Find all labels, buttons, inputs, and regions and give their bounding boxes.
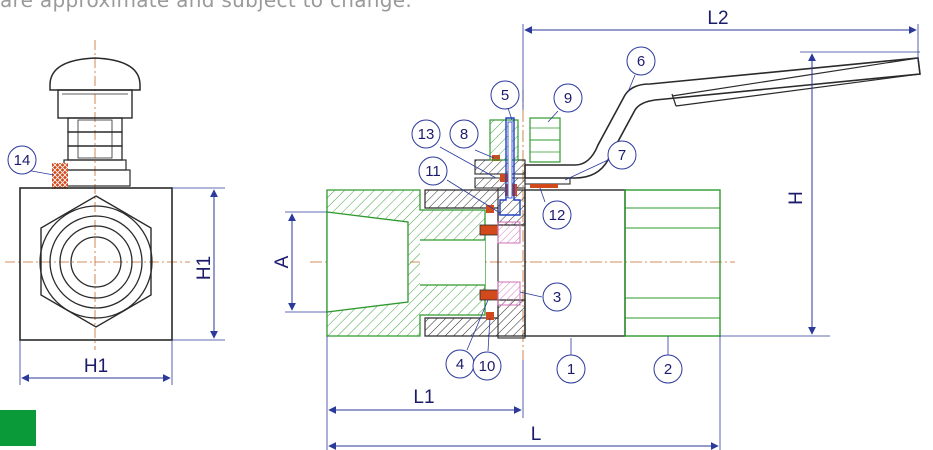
callout-3: 3 [542, 282, 572, 312]
svg-text:12: 12 [549, 207, 566, 224]
callout-7: 7 [607, 140, 637, 170]
svg-text:3: 3 [553, 289, 561, 306]
dimension-h1-bottom: H1 [84, 356, 108, 377]
callout-11: 11 [418, 156, 448, 186]
section-view [310, 57, 921, 360]
dimension-l2: L2 [707, 8, 728, 29]
callout-14: 14 [7, 145, 37, 175]
dimension-h1-side: H1 [194, 256, 215, 280]
svg-text:5: 5 [501, 87, 509, 104]
svg-text:7: 7 [618, 147, 626, 164]
callouts: 1 2 3 4 5 6 7 8 9 10 11 12 13 14 [7, 46, 683, 384]
callout-2: 2 [653, 354, 683, 384]
lever-handle [524, 57, 921, 179]
callout-8: 8 [449, 119, 479, 149]
callout-1: 1 [556, 354, 586, 384]
svg-text:8: 8 [460, 126, 468, 143]
callout-9: 9 [553, 83, 583, 113]
dimension-l: L [531, 424, 542, 445]
end-connector-right [624, 189, 721, 337]
svg-text:9: 9 [564, 90, 572, 107]
callout-13: 13 [411, 119, 441, 149]
callout-12: 12 [542, 200, 572, 230]
svg-text:4: 4 [456, 356, 464, 373]
svg-text:13: 13 [418, 126, 435, 143]
svg-text:10: 10 [479, 358, 496, 375]
stem [499, 117, 521, 216]
page-note: are approximate and subject to change. [0, 0, 413, 12]
callout-10: 10 [472, 351, 502, 381]
svg-text:1: 1 [567, 361, 575, 378]
lever-cap [49, 57, 141, 91]
section-dimensions [285, 24, 920, 450]
end-view [5, 40, 190, 350]
dimension-l1: L1 [413, 387, 434, 408]
callout-leaders [25, 74, 669, 355]
end-view-dimensions [19, 187, 225, 385]
green-badge [0, 410, 36, 446]
callout-5: 5 [490, 80, 520, 110]
callout-4: 4 [445, 349, 475, 379]
svg-text:14: 14 [14, 152, 31, 169]
dimension-a: A [272, 255, 293, 268]
dimension-h: H [786, 191, 807, 205]
svg-text:2: 2 [664, 361, 672, 378]
svg-text:11: 11 [425, 163, 441, 180]
end-view-body [19, 187, 173, 341]
svg-text:6: 6 [637, 53, 645, 70]
callout-6: 6 [626, 46, 656, 76]
